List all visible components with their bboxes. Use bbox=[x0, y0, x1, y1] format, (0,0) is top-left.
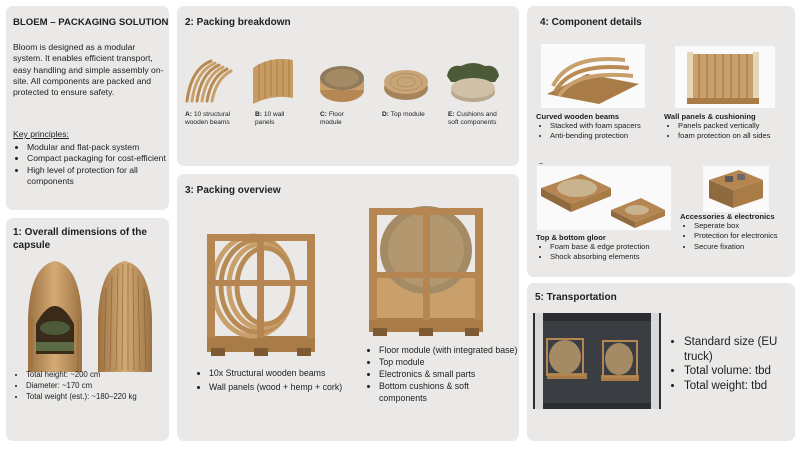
intro-card: BLOEM – PACKAGING SOLUTION Bloom is desi… bbox=[6, 6, 169, 210]
component-item: Protection for electronics bbox=[694, 231, 800, 241]
wall-panels-list: Panels packed vertically foam protection… bbox=[664, 121, 800, 142]
dimensions-card: 1: Overall dimensions of the capsule Tot… bbox=[6, 218, 169, 441]
accessories-box-image bbox=[703, 166, 769, 212]
curved-beams-caption: Curved wooden beams bbox=[536, 112, 620, 121]
dimensions-list: Total height: ~200 cm Diameter: ~170 cm … bbox=[13, 369, 176, 402]
dimension-item: Total weight (est.): ~180–220 kg bbox=[26, 391, 176, 402]
breakdown-label-d: D: Top module bbox=[382, 111, 425, 118]
panels-icon bbox=[253, 59, 293, 104]
transport-item: Total weight: tbd bbox=[684, 379, 800, 394]
transport-card: 5: Transportation Standard size (EU truc… bbox=[527, 283, 795, 441]
transport-item: Standard size (EU truck) bbox=[684, 335, 800, 364]
overview-right-item: Bottom cushions & soft components bbox=[379, 380, 519, 404]
dash-marker: – bbox=[539, 160, 543, 167]
breakdown-title: 2: Packing breakdown bbox=[185, 17, 291, 28]
principles-list: Modular and flat-pack system Compact pac… bbox=[13, 142, 177, 187]
breakdown-label-b: B: 10 wall panels bbox=[255, 111, 285, 127]
floor-top-boxes-image bbox=[537, 166, 671, 230]
breakdown-card: 2: Packing breakdown bbox=[177, 6, 519, 166]
transport-title: 5: Transportation bbox=[535, 292, 617, 303]
transport-item: Total volume: tbd bbox=[684, 364, 800, 379]
dimension-item: Diameter: ~170 cm bbox=[26, 380, 176, 391]
overview-right-item: Top module bbox=[379, 356, 519, 368]
component-item: Secure fixation bbox=[694, 242, 800, 252]
beams-icon bbox=[185, 59, 233, 103]
overview-right-item: Electronics & small parts bbox=[379, 368, 519, 380]
breakdown-label-c: C: Floor module bbox=[320, 111, 344, 127]
dimension-item: Total height: ~200 cm bbox=[26, 369, 176, 380]
intro-body: Bloom is designed as a modular system. I… bbox=[13, 42, 164, 98]
components-card: 4: Component details Curved wooden beams… bbox=[527, 6, 795, 277]
dimensions-title: 1: Overall dimensions of the capsule bbox=[13, 227, 147, 251]
breakdown-label-a: A: 10 structural wooden beams bbox=[185, 111, 231, 127]
top-module-icon bbox=[384, 70, 428, 100]
component-item: Stacked with foam spacers bbox=[550, 121, 678, 131]
breakdown-label-e: E: Cushions and soft components bbox=[448, 111, 497, 127]
overview-right-list: Floor module (with integrated base) Top … bbox=[365, 344, 519, 404]
overview-left-list: 10x Structural wooden beams Wall panels … bbox=[195, 367, 349, 393]
principle-item: Compact packaging for cost-efficient bbox=[27, 153, 177, 164]
principles-title: Key principles: bbox=[13, 129, 69, 139]
overview-left-item: Wall panels (wood + hemp + cork) bbox=[209, 381, 349, 393]
overview-card: 3: Packing overview 10x Structural wo bbox=[177, 174, 519, 441]
cushions-icon bbox=[447, 63, 499, 102]
accessories-caption: Accessories & electronics bbox=[680, 212, 775, 221]
curved-beams-list: Stacked with foam spacers Anti-bending p… bbox=[536, 121, 678, 142]
components-title: 4: Component details bbox=[540, 17, 642, 28]
floor-top-list: Foam base & edge protection Shock absorb… bbox=[536, 242, 680, 263]
overview-right-item: Floor module (with integrated base) bbox=[379, 344, 519, 356]
transport-list: Standard size (EU truck) Total volume: t… bbox=[670, 335, 800, 393]
principle-item: Modular and flat-pack system bbox=[27, 142, 177, 153]
crate-beams-image bbox=[207, 233, 315, 356]
principle-item: High level of protection for all compone… bbox=[27, 165, 177, 188]
overview-title: 3: Packing overview bbox=[185, 185, 281, 196]
component-item: Anti-bending protection bbox=[550, 131, 678, 141]
component-item: Seperate box bbox=[694, 221, 800, 231]
curved-beams-image bbox=[541, 44, 645, 108]
component-item: Panels packed vertically bbox=[678, 121, 800, 131]
floor-top-caption: Top & bottom gloor bbox=[536, 233, 606, 242]
capsule-image bbox=[28, 261, 152, 372]
component-item: Shock absorbing elements bbox=[550, 252, 680, 262]
component-item: Foam base & edge protection bbox=[550, 242, 680, 252]
floor-module-icon bbox=[320, 66, 364, 102]
truck-image bbox=[533, 313, 661, 409]
accessories-list: Seperate box Protection for electronics … bbox=[680, 221, 800, 252]
overview-left-item: 10x Structural wooden beams bbox=[209, 367, 349, 379]
wall-panels-image bbox=[675, 46, 775, 108]
intro-title: BLOEM – PACKAGING SOLUTION bbox=[13, 17, 169, 28]
wall-panels-caption: Wall panels & cushioning bbox=[664, 112, 756, 121]
crate-modules-image bbox=[369, 206, 483, 336]
component-item: foam protection on all sides bbox=[678, 131, 800, 141]
